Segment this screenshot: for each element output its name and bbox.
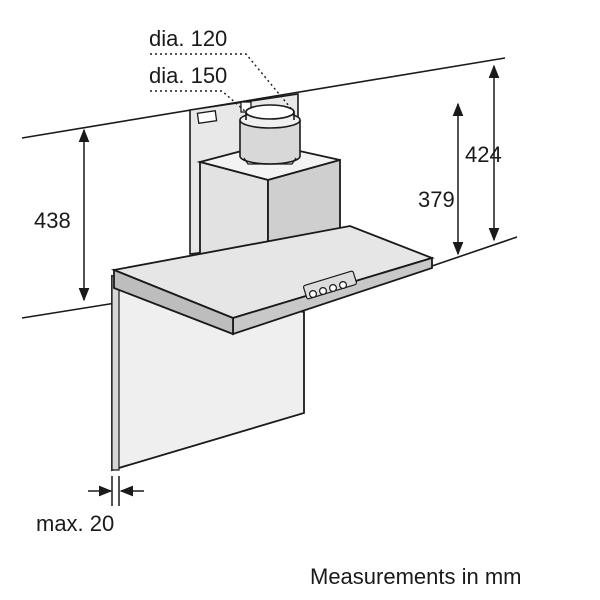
label-max-20: max. 20 <box>36 511 114 536</box>
label-dia-150: dia. 150 <box>149 63 227 88</box>
upper-wall-line <box>21 57 506 139</box>
label-height-438: 438 <box>34 208 71 233</box>
control-button-1 <box>309 290 318 299</box>
wall-lines <box>21 57 518 319</box>
bracket-slot-left <box>196 110 218 124</box>
hood-left-edge <box>113 268 234 336</box>
label-height-424: 424 <box>465 142 502 167</box>
caption-measurements: Measurements in mm <box>310 564 522 589</box>
lower-wall-line <box>21 301 123 319</box>
side-panel-edge <box>111 275 120 471</box>
label-height-379: 379 <box>418 187 455 212</box>
lower-wall-line-right <box>431 236 518 267</box>
diameter-leaders <box>150 53 295 113</box>
leader-dia-120 <box>150 53 295 113</box>
control-button-2 <box>319 287 328 296</box>
control-button-4 <box>339 281 348 290</box>
hood-canopy <box>110 225 435 336</box>
duct-collar <box>239 104 301 165</box>
leader-dia-150 <box>150 90 247 113</box>
control-buttons <box>302 270 358 300</box>
dimension-arrows <box>78 64 500 506</box>
label-dia-120: dia. 120 <box>149 26 227 51</box>
control-button-3 <box>329 284 338 293</box>
